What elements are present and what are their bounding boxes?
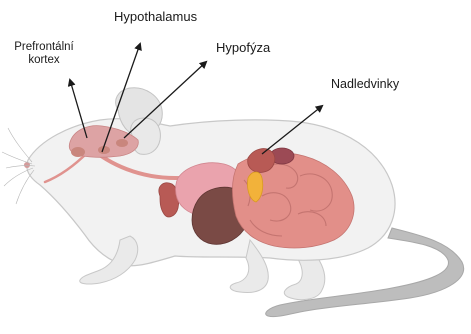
prefrontal-cortex-region bbox=[71, 147, 85, 157]
label-hypofyza: Hypofýza bbox=[216, 41, 270, 56]
pituitary-region bbox=[116, 139, 128, 147]
label-prefrontal-cortex: Prefrontální kortex bbox=[7, 41, 81, 67]
label-hypothalamus: Hypothalamus bbox=[114, 10, 197, 25]
label-nadledvinky: Nadledvinky bbox=[331, 77, 399, 91]
label-prefrontal-line1: Prefrontální bbox=[7, 41, 81, 54]
label-prefrontal-line2: kortex bbox=[7, 54, 81, 67]
